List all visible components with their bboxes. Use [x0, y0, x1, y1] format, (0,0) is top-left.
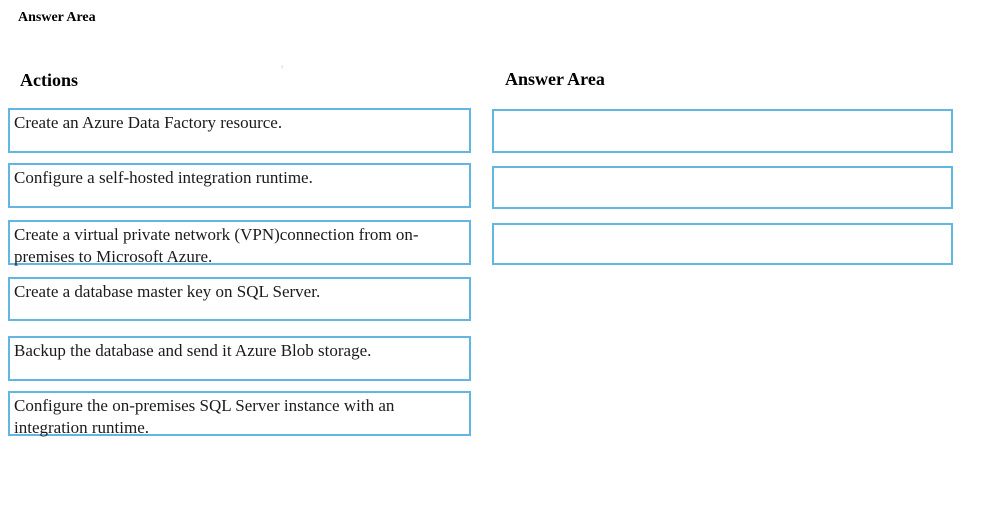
action-item-create-master-key[interactable]: Create a database master key on SQL Serv… — [8, 277, 471, 321]
action-item-create-vpn-connection[interactable]: Create a virtual private network (VPN)co… — [8, 220, 471, 266]
answer-slot-1[interactable] — [492, 109, 953, 153]
answer-slot-2[interactable] — [492, 166, 953, 209]
action-item-configure-self-hosted-ir[interactable]: Configure a self-hosted integration runt… — [8, 163, 471, 208]
answer-slot-3[interactable] — [492, 223, 953, 265]
actions-heading: Actions — [20, 70, 78, 90]
action-item-configure-onprem-sql[interactable]: Configure the on-premises SQL Server ins… — [8, 391, 471, 437]
answer-area-heading: Answer Area — [505, 69, 605, 89]
stray-mark: ' — [281, 62, 284, 77]
action-item-backup-database[interactable]: Backup the database and send it Azure Bl… — [8, 336, 471, 381]
action-item-create-data-factory[interactable]: Create an Azure Data Factory resource. — [8, 108, 471, 153]
page-title: Answer Area — [18, 10, 96, 25]
